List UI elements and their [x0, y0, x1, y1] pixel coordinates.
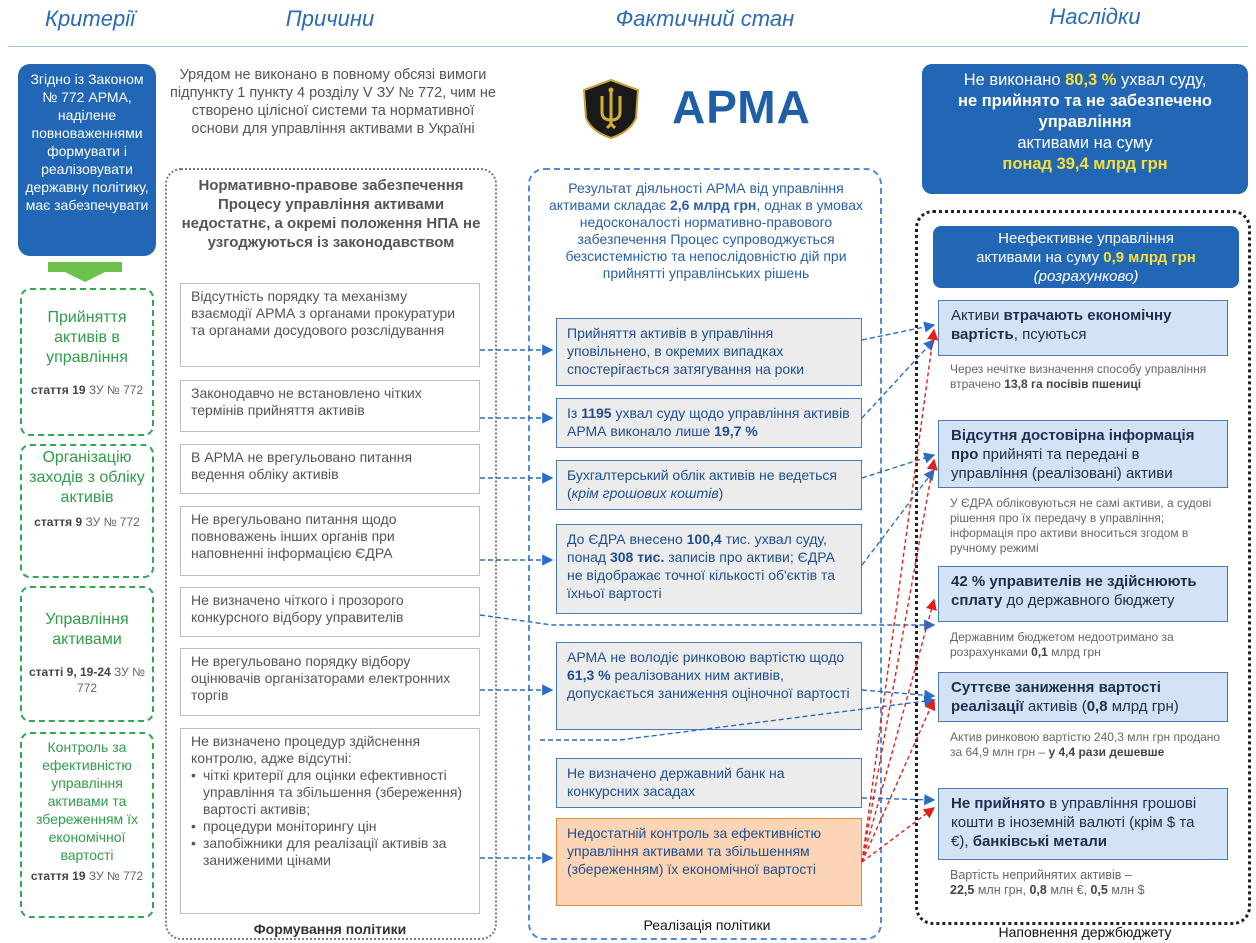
arrow-control-4 — [861, 698, 936, 863]
cause-box-control: Не визначено процедур здійснення контрол… — [180, 728, 480, 914]
consequence-note: Державним бюджетом недоотримано за розра… — [950, 630, 1174, 659]
control-bullet: запобіжники для реалізації активів за за… — [191, 835, 469, 869]
actual-box: Прийняття активів в управління уповільне… — [556, 318, 862, 386]
criteria-title: Організацію заходів з обліку активів — [29, 449, 145, 506]
cause-box: Не визначено чіткого і прозорого конкурс… — [180, 587, 480, 637]
consequence-note: Вартість неприйнятих активів – 22,5 млн … — [950, 868, 1145, 897]
actual-state-frame — [528, 168, 882, 940]
consequences-head: Неефективне управління активами на суму … — [933, 226, 1239, 288]
arrow-control-2 — [861, 458, 938, 863]
control-bullet: чіткі критерії для оцінки ефективності у… — [191, 767, 469, 818]
control-lead: Не визначено процедур здійснення контрол… — [191, 733, 421, 766]
causes-frame — [165, 168, 497, 940]
consequences-frame — [915, 210, 1251, 925]
cause-box: Не врегульовано питання щодо повноважень… — [180, 506, 480, 576]
actual-box-control: Недостатній контроль за ефективністю упр… — [556, 818, 862, 906]
cause-box: В АРМА не врегульовано питання ведення о… — [180, 444, 480, 494]
header-causes: Причини — [285, 6, 375, 31]
criteria-title: Управління активами — [45, 611, 129, 648]
control-bullet: процедури моніторингу цін — [191, 818, 469, 835]
trident-shield-icon — [582, 78, 640, 140]
actual-box: Бухгалтерський облік активів не ведеться… — [556, 460, 862, 510]
criteria-intro: Згідно із Законом № 772 АРМА, наділене п… — [18, 64, 156, 256]
arrow-actual-3 — [861, 452, 936, 479]
actual-box: АРМА не володіє ринковою вартістю щодо 6… — [556, 642, 862, 730]
consequence-note: Актив ринковою вартістю 240,3 млн грн пр… — [950, 730, 1221, 759]
consequence-note: У ЄДРА обліковуються не самі активи, а с… — [950, 496, 1212, 555]
consequence-note: Через нечітке визначення способу управлі… — [950, 362, 1207, 391]
arrow-control-3 — [861, 598, 937, 863]
actual-box: Із 1195 ухвал суду щодо управління актив… — [556, 398, 862, 448]
consequence-box: Не прийнято в управління грошові кошти в… — [938, 788, 1228, 860]
arrow-actual-1 — [861, 321, 936, 341]
header-actual-state: Фактичний стан — [615, 6, 795, 31]
actual-state-intro: Результат діяльності АРМА від управління… — [549, 180, 863, 281]
criteria-title: Прийняття активів в управління — [46, 309, 128, 366]
arrow-actual-5 — [861, 689, 936, 701]
cause-box: Не врегульовано порядку відбору оцінювач… — [180, 648, 480, 716]
criteria-item-accounting: Організацію заходів з обліку активів ста… — [20, 444, 154, 578]
footer-policy-implementation: Реалізація політики — [643, 917, 771, 933]
arrow-control-1 — [861, 328, 939, 863]
green-down-arrow-icon — [48, 262, 122, 282]
arrow-control-5 — [861, 807, 936, 863]
criteria-item-control: Контроль за ефективністю управління акти… — [20, 732, 154, 918]
arrow-actual-4 — [861, 468, 935, 566]
consequence-box: Відсутня достовірна інформація про прийн… — [938, 420, 1228, 488]
causes-frame-title: Нормативно-правове забезпечення Процесу … — [181, 177, 481, 251]
arrow-actual-5b — [540, 695, 936, 741]
actual-box: До ЄДРА внесено 100,4 тис. ухвал суду, п… — [556, 524, 862, 614]
header-criteria: Критерії — [44, 6, 135, 31]
criteria-article: стаття 9 ЗУ № 772 — [34, 515, 140, 529]
criteria-article: статті 9, 19-24 ЗУ № 772 — [29, 665, 145, 695]
control-bullets: чіткі критерії для оцінки ефективності у… — [191, 767, 469, 869]
arma-logo-text: АРМА — [672, 81, 811, 133]
consequence-box: Суттєве заниження вартості реалізації ак… — [938, 672, 1228, 722]
footer-policy-formation: Формування політики — [253, 921, 407, 937]
causes-top-text: Урядом не виконано в повному обсязі вимо… — [170, 67, 496, 137]
consequence-box: Активи втрачають економічну вартість, пс… — [938, 300, 1228, 356]
header-divider — [8, 46, 1248, 47]
consequences-top-summary: Не виконано 80,3 % ухвал суду, не прийня… — [922, 64, 1248, 194]
actual-box: Не визначено державний банк на конкурсни… — [556, 758, 862, 808]
cause-box: Відсутність порядку та механізму взаємод… — [180, 283, 480, 367]
criteria-article: стаття 19 ЗУ № 772 — [30, 869, 144, 883]
cause-box: Законодавчо не встановлено чітких термін… — [180, 380, 480, 432]
footer-state-budget: Наповнення держбюджету — [998, 924, 1172, 940]
criteria-article: стаття 19 ЗУ № 772 — [30, 383, 144, 397]
criteria-item-acceptance: Прийняття активів в управління стаття 19… — [20, 288, 154, 436]
consequence-box: 42 % управителів не здійснюють сплату до… — [938, 566, 1228, 622]
criteria-title: Контроль за ефективністю управління акти… — [36, 739, 138, 863]
header-consequences: Наслідки — [1049, 4, 1141, 29]
arrow-actual-2 — [861, 338, 935, 419]
arrow-cause-5 — [479, 614, 936, 631]
criteria-item-management: Управління активами статті 9, 19-24 ЗУ №… — [20, 586, 154, 722]
